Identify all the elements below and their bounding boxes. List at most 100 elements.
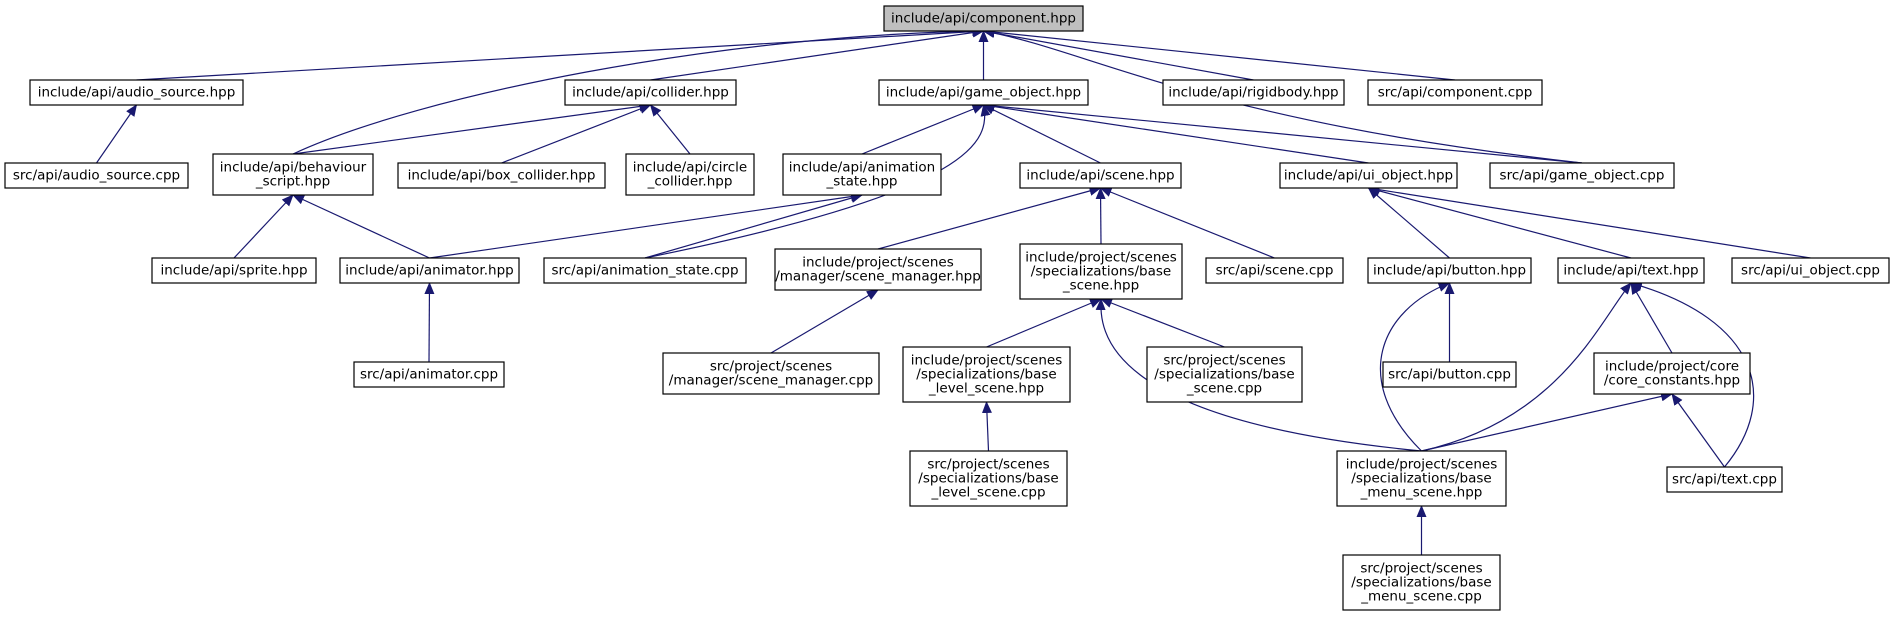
node-text-hpp[interactable]: include/api/text.hpp [1557, 257, 1705, 284]
node-label: _state.hpp [826, 174, 898, 190]
node-label: _script.hpp [255, 174, 330, 190]
node-label: src/api/component.cpp [1378, 85, 1533, 101]
edge-base_scene_cpp-to-base_scene_hpp [1100, 298, 1225, 348]
node-box [1367, 257, 1532, 284]
node-label: src/api/animator.cpp [360, 367, 498, 383]
node-label: include/api/behaviour [220, 160, 367, 176]
edge-animator_hpp-to-animation_state_hpp [429, 191, 863, 259]
node-box [4, 162, 189, 189]
node-component-cpp[interactable]: src/api/component.cpp [1367, 79, 1543, 106]
node-box [543, 257, 747, 284]
node-base-level-scene-cpp[interactable]: src/project/scenes/specializations/base_… [909, 450, 1068, 507]
node-box-collider-hpp[interactable]: include/api/box_collider.hpp [397, 162, 606, 189]
edge-game_object_cpp-to-game_object_hpp [982, 101, 1583, 164]
edge-text_cpp-to-core_constants_hpp [1671, 393, 1725, 468]
node-label: /manager/scene_manager.cpp [669, 373, 873, 389]
edge-base_menu_scene_hpp-to-button_hpp [1380, 282, 1451, 452]
node-component-hpp[interactable]: include/api/component.hpp [883, 5, 1084, 32]
node-base-scene-cpp[interactable]: src/project/scenes/specializations/base_… [1146, 346, 1303, 403]
node-scene-manager-hpp[interactable]: include/project/scenes/manager/scene_man… [774, 248, 982, 291]
edge-base_menu_scene_hpp-to-core_constants_hpp [1421, 391, 1673, 452]
node-box [1279, 162, 1458, 189]
nodes-layer: include/api/component.hpp include/api/aud… [4, 5, 1890, 611]
edge-box_collider_hpp-to-collider_hpp [501, 104, 652, 164]
edge-scene_hpp-to-game_object_hpp [982, 104, 1101, 164]
node-box [782, 153, 942, 196]
node-game-object-cpp[interactable]: src/api/game_object.cpp [1489, 162, 1675, 189]
node-scene-manager-cpp[interactable]: src/project/scenes/manager/scene_manager… [662, 352, 880, 395]
node-base-scene-hpp[interactable]: include/project/scenes/specializations/b… [1019, 243, 1183, 300]
edge-audio_source_cpp-to-audio_source_hpp [96, 104, 138, 164]
node-audio-source-hpp[interactable]: include/api/audio_source.hpp [29, 79, 244, 106]
node-animator-cpp[interactable]: src/api/animator.cpp [353, 361, 505, 388]
node-box [909, 450, 1068, 507]
node-label: src/api/scene.cpp [1216, 263, 1334, 279]
node-label: src/api/audio_source.cpp [13, 168, 180, 184]
edge-behaviour_script_hpp-to-collider_hpp [292, 101, 652, 155]
node-label: src/api/animation_state.cpp [551, 263, 738, 279]
node-animation-state-hpp[interactable]: include/api/animation_state.hpp [782, 153, 942, 196]
node-rigidbody-hpp[interactable]: include/api/rigidbody.hpp [1162, 79, 1345, 106]
node-box [353, 361, 505, 388]
node-collider-hpp[interactable]: include/api/collider.hpp [564, 79, 737, 106]
node-game-object-hpp[interactable]: include/api/game_object.hpp [878, 79, 1089, 106]
node-box [625, 153, 755, 196]
node-box [1205, 257, 1344, 284]
node-animator-hpp[interactable]: include/api/animator.hpp [339, 257, 520, 284]
edge-animation_state_cpp-to-animation_state_hpp [644, 193, 863, 259]
node-scene-cpp[interactable]: src/api/scene.cpp [1205, 257, 1344, 284]
edge-sprite_hpp-to-behaviour_script_hpp [233, 194, 294, 259]
node-animation-state-cpp[interactable]: src/api/animation_state.cpp [543, 257, 747, 284]
node-box [1146, 346, 1303, 403]
node-box [1489, 162, 1675, 189]
node-sprite-hpp[interactable]: include/api/sprite.hpp [151, 257, 317, 284]
node-label: src/project/scenes [1360, 561, 1482, 577]
node-base-menu-scene-hpp[interactable]: include/project/scenes/specializations/b… [1336, 450, 1507, 507]
node-box [397, 162, 606, 189]
node-button-cpp[interactable]: src/api/button.cpp [1382, 361, 1517, 388]
edge-animator_hpp-to-behaviour_script_hpp [292, 194, 430, 259]
node-scene-hpp[interactable]: include/api/scene.hpp [1019, 162, 1182, 189]
node-label: /specializations/base [1351, 575, 1491, 591]
node-ui-object-cpp[interactable]: src/api/ui_object.cpp [1731, 257, 1890, 284]
node-box [1367, 79, 1543, 106]
edge-core_constants_hpp-to-text_hpp [1630, 282, 1673, 354]
node-label: include/api/sprite.hpp [160, 263, 307, 279]
node-text-cpp[interactable]: src/api/text.cpp [1666, 466, 1783, 493]
node-button-hpp[interactable]: include/api/button.hpp [1367, 257, 1532, 284]
node-box [1019, 162, 1182, 189]
node-base-menu-scene-cpp[interactable]: src/project/scenes/specializations/base_… [1342, 554, 1501, 611]
edge-scene_manager_cpp-to-scene_manager_hpp [770, 289, 879, 354]
edge-ui_object_cpp-to-ui_object_hpp [1367, 184, 1811, 259]
edge-base_menu_scene_hpp-to-text_hpp [1421, 282, 1632, 452]
edge-audio_source_hpp-to-component_hpp [136, 26, 985, 81]
node-label: src/project/scenes [1163, 353, 1285, 369]
node-base-level-scene-hpp[interactable]: include/project/scenes/specializations/b… [902, 346, 1071, 403]
edge-collider_hpp-to-component_hpp [650, 27, 985, 81]
node-label: include/project/scenes [1346, 457, 1498, 473]
node-circle-collider-hpp[interactable]: include/api/circle_collider.hpp [625, 153, 755, 196]
node-label: _level_scene.cpp [930, 485, 1045, 501]
node-box [564, 79, 737, 106]
node-box [1731, 257, 1890, 284]
node-label: _scene.cpp [1186, 381, 1262, 397]
node-behaviour-script-hpp[interactable]: include/api/behaviour_script.hpp [212, 153, 374, 196]
node-box [1336, 450, 1507, 507]
node-box [1557, 257, 1705, 284]
node-core-constants-hpp[interactable]: include/project/core/core_constants.hpp [1593, 352, 1751, 395]
node-box [774, 248, 982, 291]
edge-component_cpp-to-component_hpp [982, 27, 1456, 81]
node-label: _scene.hpp [1062, 278, 1139, 294]
node-label: /specializations/base [1031, 264, 1171, 280]
node-label: include/project/scenes [911, 353, 1063, 369]
edge-button_hpp-to-ui_object_hpp [1367, 187, 1450, 259]
node-ui-object-hpp[interactable]: include/api/ui_object.hpp [1279, 162, 1458, 189]
node-label: _menu_scene.hpp [1360, 485, 1483, 501]
node-box [1382, 361, 1517, 388]
node-box [1162, 79, 1345, 106]
node-audio-source-cpp[interactable]: src/api/audio_source.cpp [4, 162, 189, 189]
node-label: src/api/game_object.cpp [1500, 168, 1665, 184]
node-label: include/project/scenes [1025, 250, 1177, 266]
node-label: include/api/animator.hpp [345, 263, 513, 279]
